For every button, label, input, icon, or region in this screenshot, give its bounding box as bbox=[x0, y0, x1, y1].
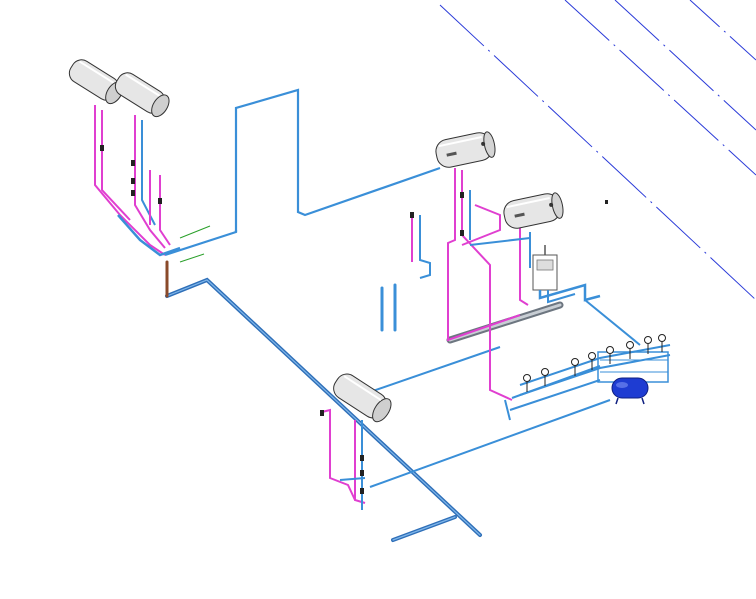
valve-icon bbox=[320, 410, 324, 416]
valves bbox=[100, 145, 608, 494]
boiler-2[interactable] bbox=[112, 69, 173, 120]
valve-icon bbox=[460, 192, 464, 198]
gridlines bbox=[439, 0, 756, 301]
water-heater-icon bbox=[333, 373, 392, 423]
drain-pipe[interactable] bbox=[380, 283, 564, 344]
right-cluster-pipes[interactable] bbox=[411, 168, 531, 401]
valve-icon bbox=[360, 470, 364, 476]
annotation-line bbox=[179, 253, 205, 263]
pressure-gauge-icon bbox=[626, 341, 634, 359]
pressure-gauge-icon bbox=[644, 336, 652, 354]
left-cluster-pipes[interactable] bbox=[94, 105, 211, 263]
pressure-gauge-icon bbox=[606, 346, 614, 364]
upper-cold-loop[interactable] bbox=[164, 88, 441, 257]
gridline-3 bbox=[614, 0, 756, 131]
manifold[interactable] bbox=[504, 299, 671, 421]
valve-icon bbox=[460, 230, 464, 236]
boiler-4[interactable] bbox=[502, 191, 566, 231]
valve-icon bbox=[131, 160, 135, 166]
expansion-tank[interactable] bbox=[611, 377, 649, 405]
annotation-line bbox=[179, 225, 211, 239]
water-heaters bbox=[68, 59, 566, 425]
water-heater-icon bbox=[503, 192, 564, 229]
main-trunk-pipe[interactable] bbox=[165, 260, 482, 542]
pressure-gauge-icon bbox=[541, 368, 549, 386]
valve-icon bbox=[410, 212, 414, 218]
valve-icon bbox=[100, 145, 104, 151]
gridline-2 bbox=[564, 0, 756, 176]
boiler-5[interactable] bbox=[329, 370, 394, 425]
water-heater-icon bbox=[114, 72, 170, 118]
valve-icon bbox=[131, 190, 135, 196]
valve-icon bbox=[360, 455, 364, 461]
lower-cluster-pipes[interactable] bbox=[321, 408, 366, 510]
pressure-gauge-icon bbox=[658, 334, 666, 352]
pump-unit[interactable] bbox=[532, 245, 601, 304]
valve-icon bbox=[131, 178, 135, 184]
gridline-4 bbox=[689, 0, 756, 61]
pressure-gauge-icon bbox=[571, 358, 579, 376]
boiler-3[interactable] bbox=[434, 130, 498, 170]
valve-icon bbox=[360, 488, 364, 494]
pressure-gauge-icon bbox=[523, 374, 531, 392]
water-heater-icon bbox=[435, 131, 496, 168]
pressure-gauges bbox=[523, 334, 666, 392]
valve-icon bbox=[605, 200, 608, 204]
pressure-gauge-icon bbox=[588, 352, 596, 370]
expansion-vessel-icon bbox=[611, 377, 649, 405]
valve-icon bbox=[158, 198, 162, 204]
